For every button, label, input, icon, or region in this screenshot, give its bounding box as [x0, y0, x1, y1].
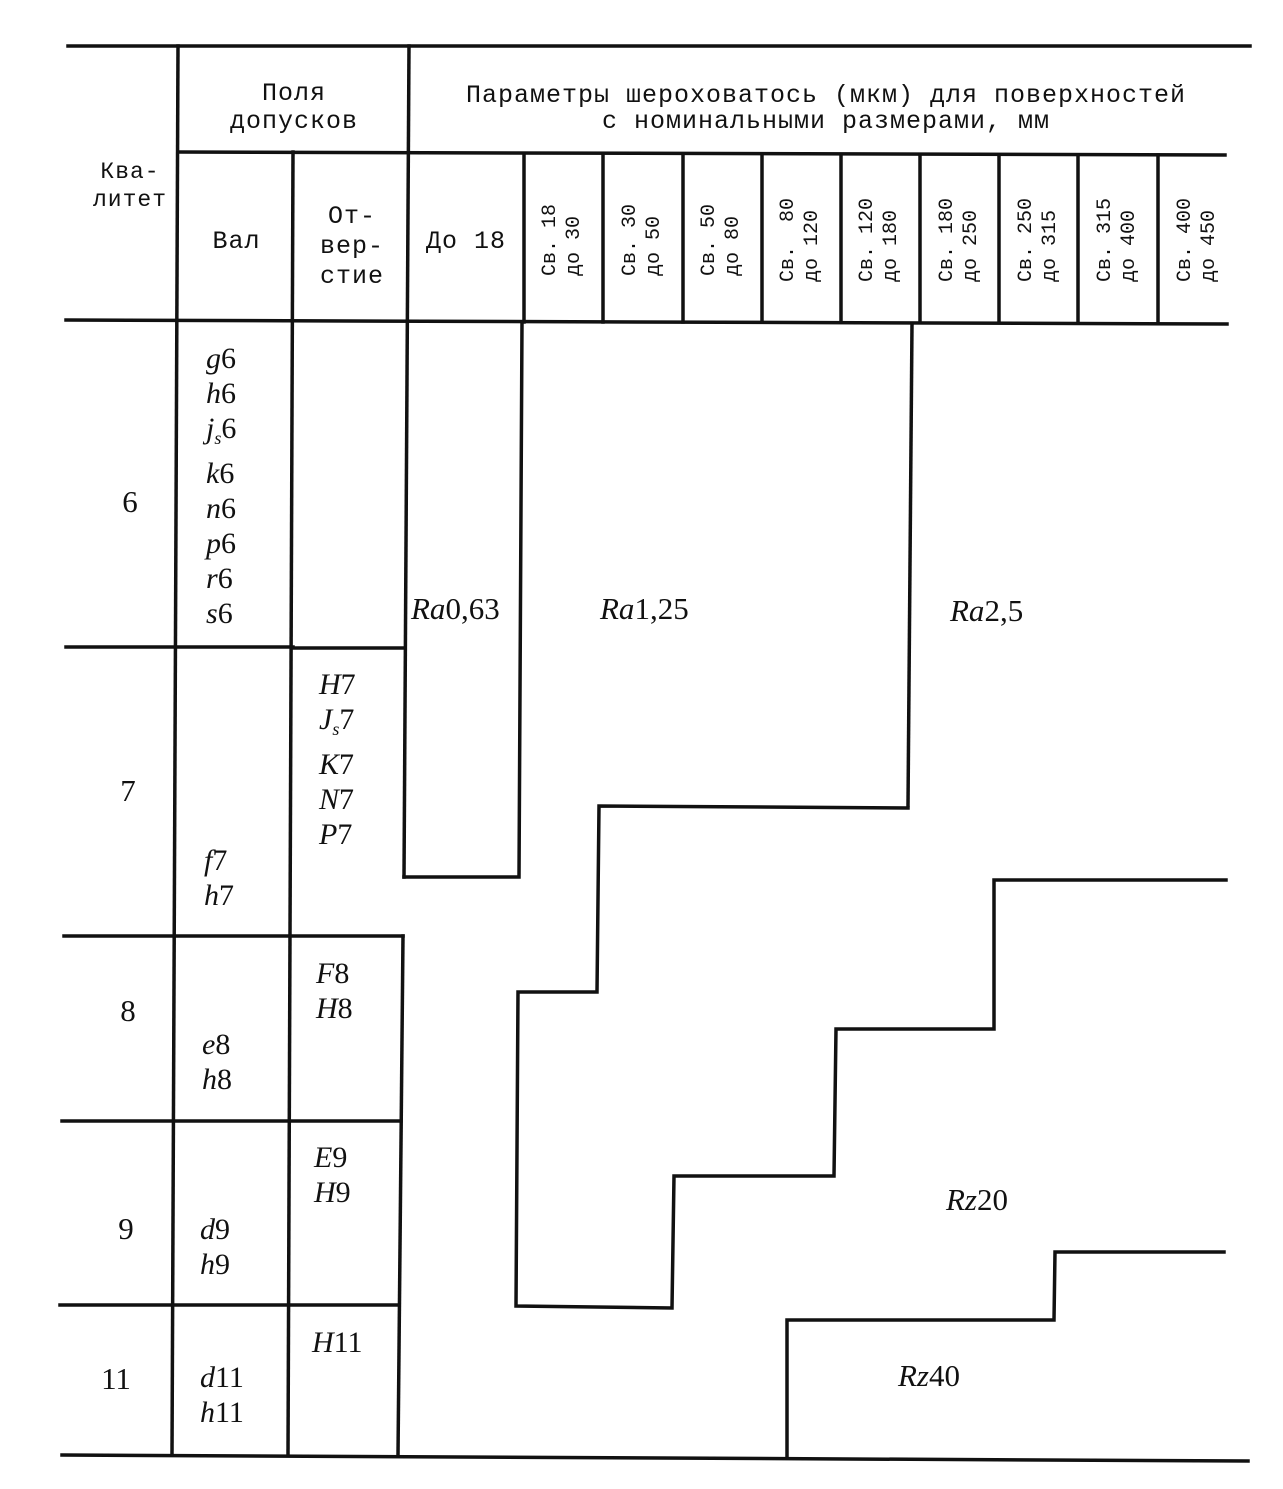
tolerance-field: H11	[312, 1326, 363, 1359]
tolerance-field: Js7	[319, 703, 355, 739]
qualitet-column-border	[170, 44, 180, 1457]
tolerance-field: d9	[200, 1213, 230, 1246]
shaft-hole-divider	[286, 150, 295, 1457]
ra063-zone-boundary	[402, 320, 524, 879]
tolerance-field: E9	[314, 1141, 348, 1174]
roughness-zone-label: Rz40	[898, 1358, 960, 1393]
qualitet-value: 11	[101, 1361, 131, 1396]
tolerance-field: H8	[316, 992, 353, 1025]
qualitet-value: 7	[120, 773, 136, 808]
header-bottom-rule	[64, 318, 1229, 326]
hole-header: От- вер- стие	[319, 202, 384, 291]
tolerance-field: e8	[202, 1028, 231, 1061]
qualitet-value: 8	[120, 993, 136, 1028]
tolerance-field: F8	[316, 957, 350, 990]
roughness-zone-label: Ra2,5	[950, 593, 1024, 628]
roughness-zone-label: Ra1,25	[600, 591, 689, 626]
fields-params-divider	[402, 44, 411, 879]
tolerance-field: h11	[200, 1396, 244, 1429]
up-to-18-header: До 18	[425, 227, 506, 256]
tolerance-field: r6	[206, 562, 233, 595]
qualitet-value: 9	[118, 1211, 134, 1246]
header-split-rule	[176, 150, 1227, 157]
qualitet-header: Ква- литет	[92, 159, 167, 213]
tolerance-field: d11	[200, 1361, 244, 1394]
hole-column-border-lower	[396, 934, 405, 1457]
tolerance-field: H7	[319, 668, 356, 701]
tolerance-field: p6	[206, 527, 236, 560]
ra-rz20-step-boundary	[514, 804, 1228, 1310]
tolerance-field: s6	[206, 597, 233, 630]
tolerance-field: h8	[202, 1063, 232, 1096]
bottom-rule	[60, 1453, 1250, 1463]
tolerance-field: H9	[314, 1176, 351, 1209]
roughness-params-header: Параметры шероховатось (мкм) для поверхн…	[465, 81, 1187, 136]
tolerance-field: P7	[319, 818, 353, 851]
roughness-zone-label: Rz20	[946, 1182, 1008, 1217]
hole-fields: H11	[312, 1325, 363, 1360]
qualitet-value: 6	[122, 484, 138, 519]
tolerance-field: g6	[206, 342, 236, 375]
ra125-ra25-divider	[906, 322, 914, 807]
tolerance-field: h7	[204, 879, 234, 912]
tolerance-field: k6	[206, 457, 235, 490]
rz20-rz40-step-boundary	[785, 1250, 1226, 1458]
tolerance-field: h9	[200, 1248, 230, 1281]
roughness-zone-label: Ra0,63	[411, 591, 500, 626]
tolerance-field: h6	[206, 377, 236, 410]
tolerance-field: K7	[319, 748, 355, 781]
tolerance-field: N7	[319, 783, 355, 816]
tolerance-fields-header: Поля допусков	[229, 79, 359, 136]
tolerance-field: js6	[206, 412, 237, 448]
shaft-header: Вал	[212, 227, 261, 256]
tolerance-field: f7	[204, 844, 228, 877]
tolerance-field: n6	[206, 492, 236, 525]
